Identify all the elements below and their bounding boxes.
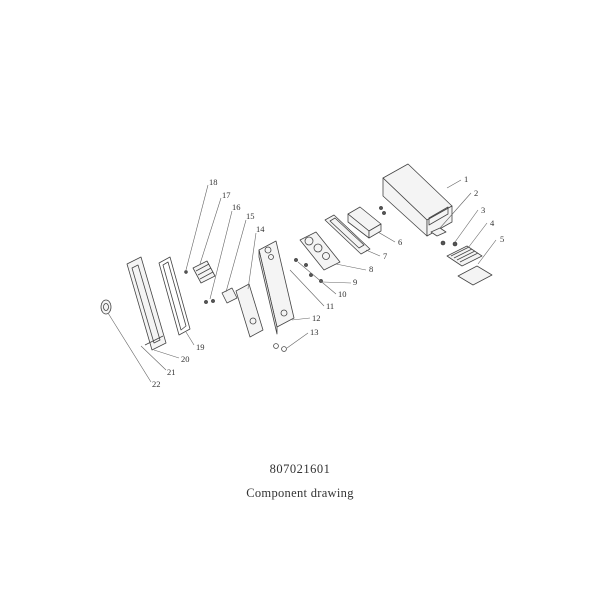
callout-19: 19	[185, 331, 205, 352]
svg-text:14: 14	[256, 224, 265, 234]
svg-text:6: 6	[398, 237, 402, 247]
part-2-plate	[430, 227, 447, 237]
svg-text:11: 11	[326, 301, 334, 311]
svg-text:3: 3	[481, 205, 485, 215]
callout-8: 8	[335, 263, 373, 274]
part-12-body	[258, 240, 295, 335]
callout-2: 2	[439, 188, 478, 229]
callout-14: 14	[247, 224, 265, 290]
callout-15: 15	[225, 211, 255, 293]
part-15-latch	[221, 287, 238, 304]
svg-text:21: 21	[167, 367, 176, 377]
svg-text:9: 9	[353, 277, 357, 287]
svg-text:10: 10	[338, 289, 347, 299]
callout-16: 16	[209, 202, 241, 300]
svg-text:7: 7	[383, 251, 387, 261]
callout-18: 18	[185, 177, 218, 271]
drawing-title: Component drawing	[246, 486, 354, 500]
callout-20: 20	[153, 349, 190, 364]
callout-5: 5	[477, 234, 504, 265]
part-14-side-cover	[235, 283, 264, 338]
callout-10: 10	[297, 261, 347, 299]
svg-text:15: 15	[246, 211, 255, 221]
part-17-terminal	[192, 260, 216, 284]
part-19-gasket	[158, 256, 191, 336]
part-3-screws	[440, 240, 458, 247]
callout-21: 21	[140, 345, 176, 377]
svg-text:4: 4	[490, 218, 495, 228]
callout-3: 3	[454, 205, 485, 243]
svg-text:13: 13	[310, 327, 319, 337]
svg-text:2: 2	[474, 188, 478, 198]
callout-9: 9	[322, 277, 357, 287]
callout-1: 1	[446, 174, 468, 189]
part-18-screws	[184, 270, 188, 274]
part-22-bushing	[100, 299, 112, 315]
part-8-lever	[299, 231, 341, 271]
svg-text:12: 12	[312, 313, 321, 323]
part-13-nuts	[273, 343, 287, 352]
callout-17: 17	[199, 190, 231, 265]
drawing-number: 807021601	[269, 462, 331, 476]
callout-22: 22	[107, 312, 161, 389]
part-4-grille	[446, 245, 483, 267]
svg-text:8: 8	[369, 264, 373, 274]
svg-text:22: 22	[152, 379, 161, 389]
callout-12: 12	[291, 313, 321, 323]
callout-6: 6	[377, 231, 402, 247]
part-5-cover	[457, 265, 493, 286]
part-7-bracket	[324, 214, 371, 255]
svg-text:5: 5	[500, 234, 504, 244]
part-1-housing	[382, 163, 453, 237]
callout-4: 4	[467, 218, 495, 249]
part-6-module	[347, 206, 386, 239]
callout-11: 11	[289, 269, 334, 311]
svg-text:18: 18	[209, 177, 218, 187]
svg-text:16: 16	[232, 202, 241, 212]
svg-text:20: 20	[181, 354, 190, 364]
callout-13: 13	[286, 327, 319, 349]
svg-text:1: 1	[464, 174, 468, 184]
part-16-screws	[204, 299, 215, 304]
svg-text:17: 17	[222, 190, 231, 200]
part-20-front-panel	[126, 256, 167, 351]
callout-7: 7	[365, 249, 387, 261]
svg-text:19: 19	[196, 342, 205, 352]
